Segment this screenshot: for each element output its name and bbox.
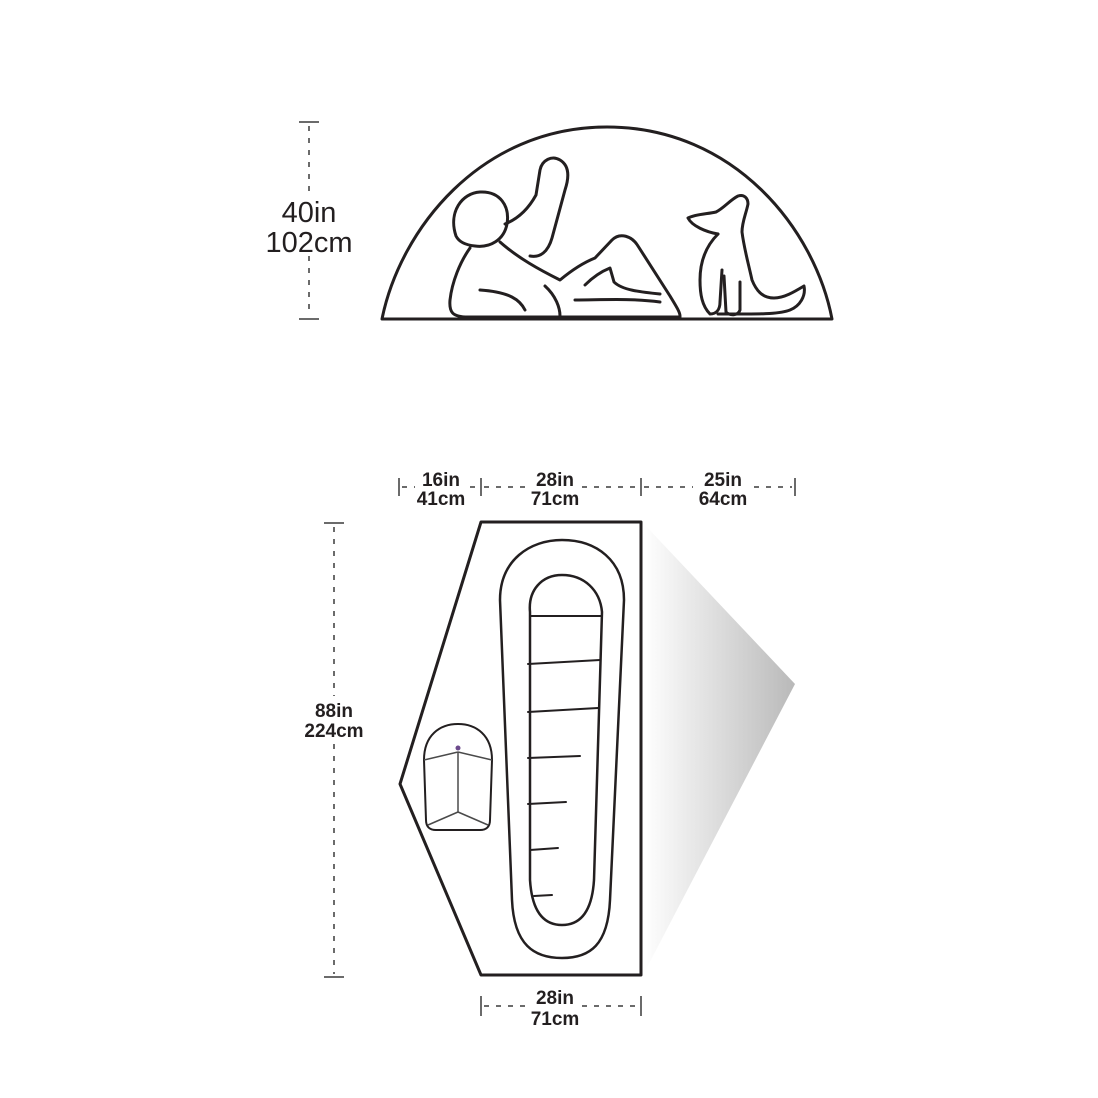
foot-width-in: 28in [536, 988, 574, 1009]
height-label-in: 40in [282, 197, 337, 229]
tent-dome-outline [380, 125, 834, 321]
height-dimension-line [299, 121, 319, 320]
door-awning-shade [643, 523, 795, 975]
head-width-cm: 71cm [531, 489, 580, 510]
side-view: 40in 102cm [265, 121, 834, 321]
bottom-dimension-line [480, 996, 642, 1016]
foot-width-cm: 71cm [531, 1009, 580, 1030]
length-label-cm: 224cm [304, 721, 363, 742]
floor-plan: 16in 41cm 28in 71cm 25in 64cm 88in 224cm [304, 470, 796, 1030]
dog-figure [686, 194, 806, 317]
height-label-cm: 102cm [265, 227, 352, 259]
awning-depth-cm: 64cm [699, 489, 748, 510]
awning-depth-in: 25in [704, 470, 742, 491]
vestibule-depth-cm: 41cm [417, 489, 466, 510]
top-dimension-line [398, 478, 796, 496]
head-width-in: 28in [536, 470, 574, 491]
vestibule-depth-in: 16in [422, 470, 460, 491]
sleeping-bag [498, 538, 626, 960]
length-dimension-line [324, 522, 344, 978]
person-figure [448, 156, 682, 319]
length-label-in: 88in [315, 701, 353, 722]
tent-floor-outline [398, 520, 643, 977]
gear-pack-icon [423, 723, 493, 831]
